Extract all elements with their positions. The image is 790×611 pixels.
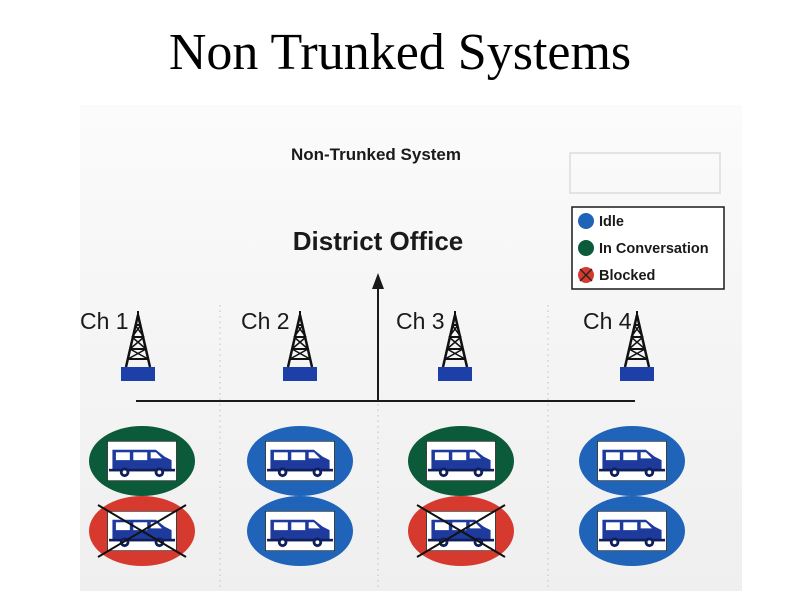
- up-arrow-icon: [372, 273, 384, 289]
- channel-label: Ch 2: [241, 308, 290, 334]
- channel-3: Ch 3: [396, 308, 514, 566]
- blocked-cross-icon: [97, 504, 187, 558]
- van-icon: [265, 441, 335, 481]
- diagram-caption: Non-Trunked System: [291, 145, 461, 164]
- slide-title: Non Trunked Systems: [168, 24, 632, 81]
- diagram-canvas: Non-Trunked System District Office IdleI…: [80, 145, 725, 591]
- ghost-legend-box: [569, 152, 721, 194]
- channel-1: Ch 1: [80, 308, 195, 566]
- vehicle-in-conversation: [408, 426, 514, 496]
- channel-4: Ch 4: [579, 308, 685, 566]
- district-office-label: District Office: [293, 226, 464, 256]
- channel-label: Ch 3: [396, 308, 445, 334]
- legend-label: Blocked: [599, 268, 655, 284]
- van-icon: [107, 441, 177, 481]
- van-icon: [265, 511, 335, 551]
- vehicle-idle: [247, 496, 353, 566]
- van-icon: [597, 441, 667, 481]
- legend-item-blocked: Blocked: [578, 267, 655, 284]
- vehicle-in-conversation: [89, 426, 195, 496]
- channel-label: Ch 4: [583, 308, 632, 334]
- blocked-cross-icon: [416, 504, 506, 558]
- vehicle-idle: [579, 426, 685, 496]
- vehicle-blocked: [89, 496, 195, 566]
- vehicle-idle: [247, 426, 353, 496]
- van-icon: [426, 441, 496, 481]
- vehicle-idle: [579, 496, 685, 566]
- channel-2: Ch 2: [241, 308, 353, 566]
- legend-swatch: [578, 213, 594, 229]
- van-icon: [597, 511, 667, 551]
- legend-item-idle: Idle: [578, 213, 624, 230]
- legend-swatch: [578, 240, 594, 256]
- column-separators: [219, 305, 549, 591]
- legend-label: Idle: [599, 214, 624, 230]
- connection-bus: [136, 273, 635, 402]
- channel-label: Ch 1: [80, 308, 129, 334]
- vehicle-blocked: [408, 496, 514, 566]
- legend-label: In Conversation: [599, 241, 709, 257]
- legend-item-in-conversation: In Conversation: [578, 240, 709, 257]
